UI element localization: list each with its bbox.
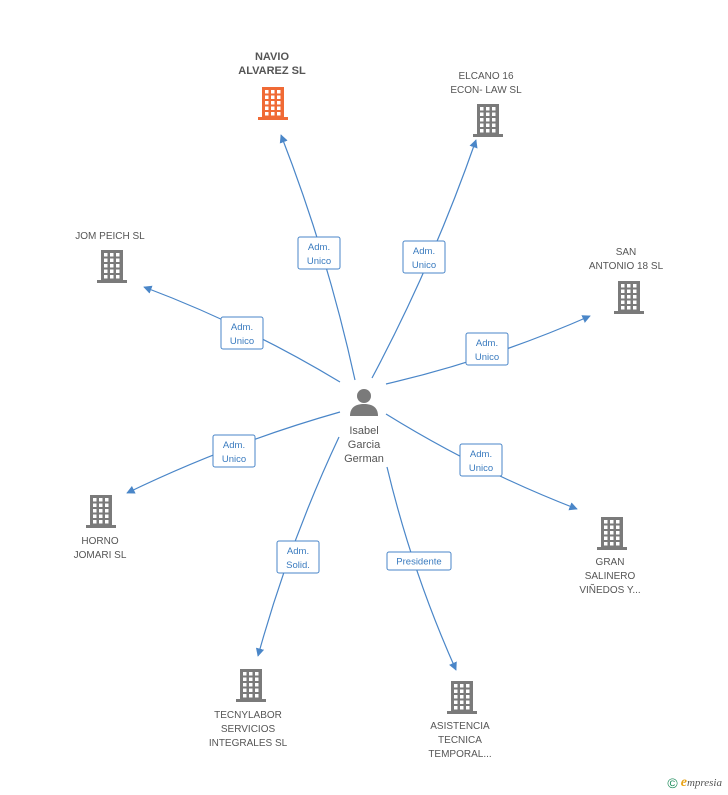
building-icon[interactable] xyxy=(595,515,629,556)
company-name-gran[interactable]: GRAN SALINERO VIÑEDOS Y... xyxy=(579,557,641,596)
relation-text-sanantonio: Adm.Unico xyxy=(475,338,499,363)
relation-text-gran: Adm.Unico xyxy=(469,449,493,474)
relation-text-jom: Adm.Unico xyxy=(230,322,254,347)
company-name-navio[interactable]: NAVIO ALVAREZ SL xyxy=(238,51,306,77)
building-icon[interactable] xyxy=(84,493,118,534)
relation-label-gran[interactable]: Adm.Unico xyxy=(459,443,503,477)
building-icon[interactable] xyxy=(95,248,129,289)
relation-label-elcano[interactable]: Adm.Unico xyxy=(402,240,446,274)
person-name[interactable]: Isabel Garcia German xyxy=(344,425,384,465)
relation-text-elcano: Adm.Unico xyxy=(412,246,436,271)
relation-label-horno[interactable]: Adm.Unico xyxy=(212,434,256,468)
footer-brand: © empresia xyxy=(667,775,722,791)
relation-text-tecnylabor: Adm.Solid. xyxy=(286,546,310,571)
building-icon[interactable] xyxy=(256,85,290,126)
copyright-icon: © xyxy=(667,775,678,791)
company-name-sanantonio[interactable]: SAN ANTONIO 18 SL xyxy=(588,247,664,272)
relation-label-navio[interactable]: Adm.Unico xyxy=(297,236,341,270)
building-icon[interactable] xyxy=(471,102,505,143)
company-name-asistencia[interactable]: ASISTENCIA TECNICA TEMPORAL... xyxy=(428,721,492,760)
brand-logo: empresia xyxy=(680,774,722,790)
building-icon[interactable] xyxy=(234,667,268,708)
company-name-tecnylabor[interactable]: TECNYLABOR SERVICIOS INTEGRALES SL xyxy=(208,710,288,749)
building-icon[interactable] xyxy=(445,679,479,720)
company-name-jom[interactable]: JOM PEICH SL xyxy=(75,231,145,242)
relation-label-sanantonio[interactable]: Adm.Unico xyxy=(465,332,509,366)
relation-text-navio: Adm.Unico xyxy=(307,242,331,267)
relation-text-asistencia: Presidente xyxy=(396,557,441,568)
relation-text-horno: Adm.Unico xyxy=(222,440,246,465)
person-icon[interactable] xyxy=(349,387,379,422)
relation-label-asistencia[interactable]: Presidente xyxy=(386,551,452,571)
relation-label-tecnylabor[interactable]: Adm.Solid. xyxy=(276,540,320,574)
relation-label-jom[interactable]: Adm.Unico xyxy=(220,316,264,350)
company-name-elcano[interactable]: ELCANO 16 ECON- LAW SL xyxy=(450,71,522,96)
building-icon[interactable] xyxy=(612,279,646,320)
company-name-horno[interactable]: HORNO JOMARI SL xyxy=(73,536,127,561)
